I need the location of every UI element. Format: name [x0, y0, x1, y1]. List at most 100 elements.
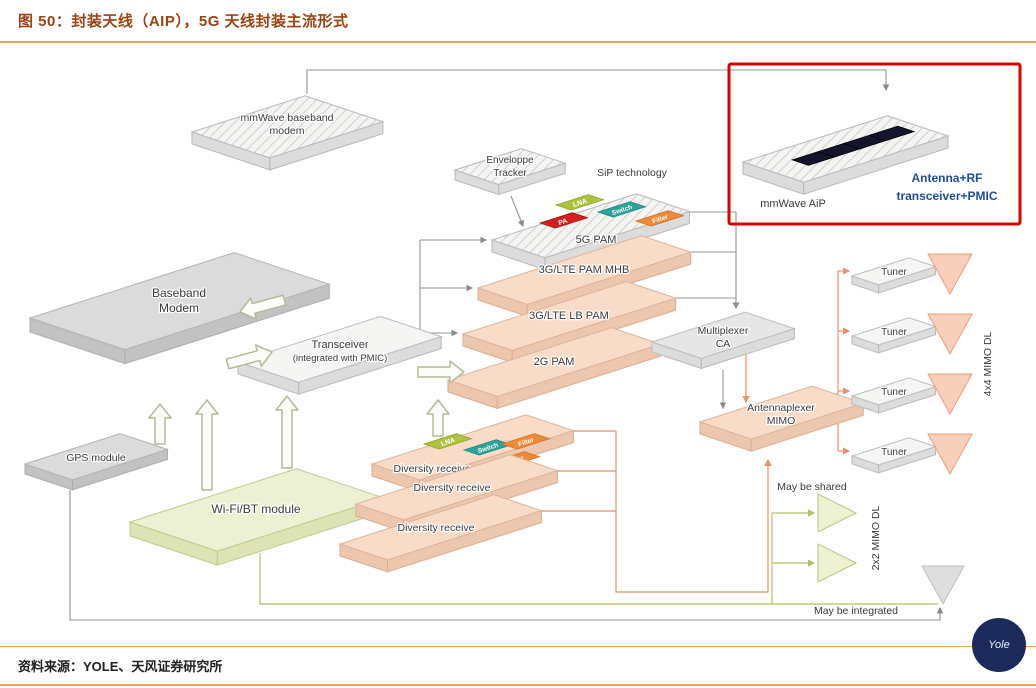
antennaplexer-label-2: MIMO [767, 415, 796, 427]
antenna-triangle [817, 543, 858, 583]
slab-top [453, 148, 567, 186]
yole-logo-text: Yole [988, 639, 1010, 651]
gps-module: GPS module [23, 433, 170, 491]
slab-top [476, 235, 693, 305]
aip-desc-2: transceiver+PMIC [896, 189, 997, 203]
transceiver-label-2: (integrated with PMIC) [293, 353, 388, 364]
aip-diagram: mmWave baseband modem Enveloppe Tracker … [23, 62, 1022, 621]
top-rule [0, 41, 1036, 43]
mmwave-aip-highlight: mmWave AiP Antenna+RF transceiver+PMIC [727, 62, 1022, 226]
pam-2g: 2G PAM [446, 327, 663, 410]
wifi-bottom-route [259, 553, 938, 605]
transceiver-label-1: Transceiver [311, 339, 368, 351]
multiplexer-label-1: Multiplexer [698, 325, 749, 337]
chip-pa-label: PA [558, 218, 569, 228]
mmwave-modem-label-2: modem [269, 125, 304, 137]
antennaplexer-label-1: Antennaplexer [747, 402, 815, 414]
tuner-label: Tuner [881, 447, 907, 458]
chip-lna [554, 194, 605, 211]
pam-mhb: 3G/LTE PAM MHB [476, 235, 693, 318]
chip-lna-label: LNA [572, 198, 588, 209]
pam-5g-label: 5G PAM [576, 234, 617, 246]
arrow-gps-up [148, 403, 172, 445]
pam-lb-label: 3G/LTE LB PAM [529, 310, 609, 322]
slab-top [338, 494, 544, 561]
line-modem-to-aip [306, 69, 890, 94]
slab-top [190, 95, 385, 159]
multiplexer-ca: Multiplexer CA [650, 311, 797, 370]
transceiver: Transceiver (integrated with PMIC) [236, 315, 443, 395]
figure-title: 图 50：封装天线（AIP），5G 天线封装主流形式 [18, 13, 349, 30]
chip-pa [538, 212, 589, 229]
slab-top [490, 193, 692, 259]
sip-technology-label: SiP technology [597, 167, 668, 179]
arrow-to-baseband [239, 294, 287, 320]
antenna-triangle [927, 433, 973, 476]
multiplexer-label-2: CA [716, 338, 731, 350]
tuner-3: Tuner [850, 377, 938, 414]
slab-top [354, 454, 560, 521]
aip-desc-1: Antenna+RF [911, 171, 982, 185]
baseband-modem-label-2: Modem [159, 301, 199, 315]
footer-top-rule [0, 646, 1036, 647]
tuner-2: Tuner [850, 317, 938, 354]
diversity-receive-3: Diversity receive [338, 494, 544, 573]
chip-filter [634, 210, 685, 227]
mimo-2x2-label: 2x2 MIMO DL [870, 505, 882, 570]
integrated-antenna-triangle [921, 565, 965, 606]
pam-2g-label: 2G PAM [534, 356, 575, 368]
diversity-label: Diversity receive [393, 463, 470, 475]
slab-top [28, 252, 331, 351]
block-arrows [148, 294, 465, 491]
chip-switch [596, 201, 647, 218]
source-text: 资料来源：YOLE、天风证券研究所 [18, 659, 223, 674]
antenna-triangle [927, 313, 973, 356]
antenna-array-4x4 [927, 253, 973, 476]
mmwave-modem-label-1: mmWave baseband [241, 112, 334, 124]
envelope-tracker-label-2: Tracker [493, 168, 527, 179]
tuner-label: Tuner [881, 267, 907, 278]
envelope-tracker: Enveloppe Tracker [453, 148, 567, 196]
arrow-wifi-up-2 [275, 395, 299, 469]
diversity-trunk [615, 431, 772, 593]
slab-top [236, 315, 443, 383]
tuner-4: Tuner [850, 437, 938, 474]
tuner-1: Tuner [850, 257, 938, 294]
arrow-to-transceiver [225, 344, 273, 370]
line-tracker-to-5gpam [510, 195, 525, 228]
chip-lna [422, 433, 473, 450]
chip-filter [500, 433, 551, 450]
diversity-label: Diversity receive [413, 482, 490, 494]
line-gps-integrated [69, 490, 944, 621]
arrow-diversity-up [426, 399, 450, 437]
highlight-box [727, 62, 1022, 226]
connector-lines-green [259, 509, 938, 605]
baseband-modem-label-1: Baseband [152, 286, 206, 300]
antenna-triangle [927, 253, 973, 296]
footer-bottom-rule [0, 684, 1036, 686]
wifi-bt-module: Wi-Fi/BT module [128, 468, 386, 566]
mmwave-aip-label: mmWave AiP [760, 198, 826, 210]
slab-top [23, 433, 170, 481]
may-be-integrated-label: May be integrated [814, 605, 898, 617]
slab-top [650, 311, 797, 359]
diversity-label: Diversity receive [397, 522, 474, 534]
gps-module-label: GPS module [66, 452, 126, 464]
envelope-tracker-label-1: Enveloppe [486, 155, 534, 166]
chip-filter-label: Filter [652, 214, 670, 226]
chip-lna-label: LNA [440, 437, 456, 448]
wifi-bt-label: Wi-Fi/BT module [211, 502, 300, 516]
antenna-triangle [817, 493, 858, 533]
tuner-label: Tuner [881, 387, 907, 398]
arrow-to-2gpam [417, 360, 465, 384]
mimo-4x4-label: 4x4 MIMO DL [982, 331, 994, 396]
mmwave-baseband-modem: mmWave baseband modem [190, 95, 385, 171]
chip-filter-label: Filter [518, 437, 536, 449]
may-be-shared-label: May be shared [777, 481, 847, 493]
antenna-triangle [927, 373, 973, 416]
antenna-patch [868, 125, 916, 142]
antenna-array-2x2 [817, 493, 858, 583]
antennaplexer-mimo: Antennaplexer MIMO [698, 385, 865, 452]
slab-top [461, 281, 678, 351]
arrow-wifi-up-1 [195, 399, 219, 491]
